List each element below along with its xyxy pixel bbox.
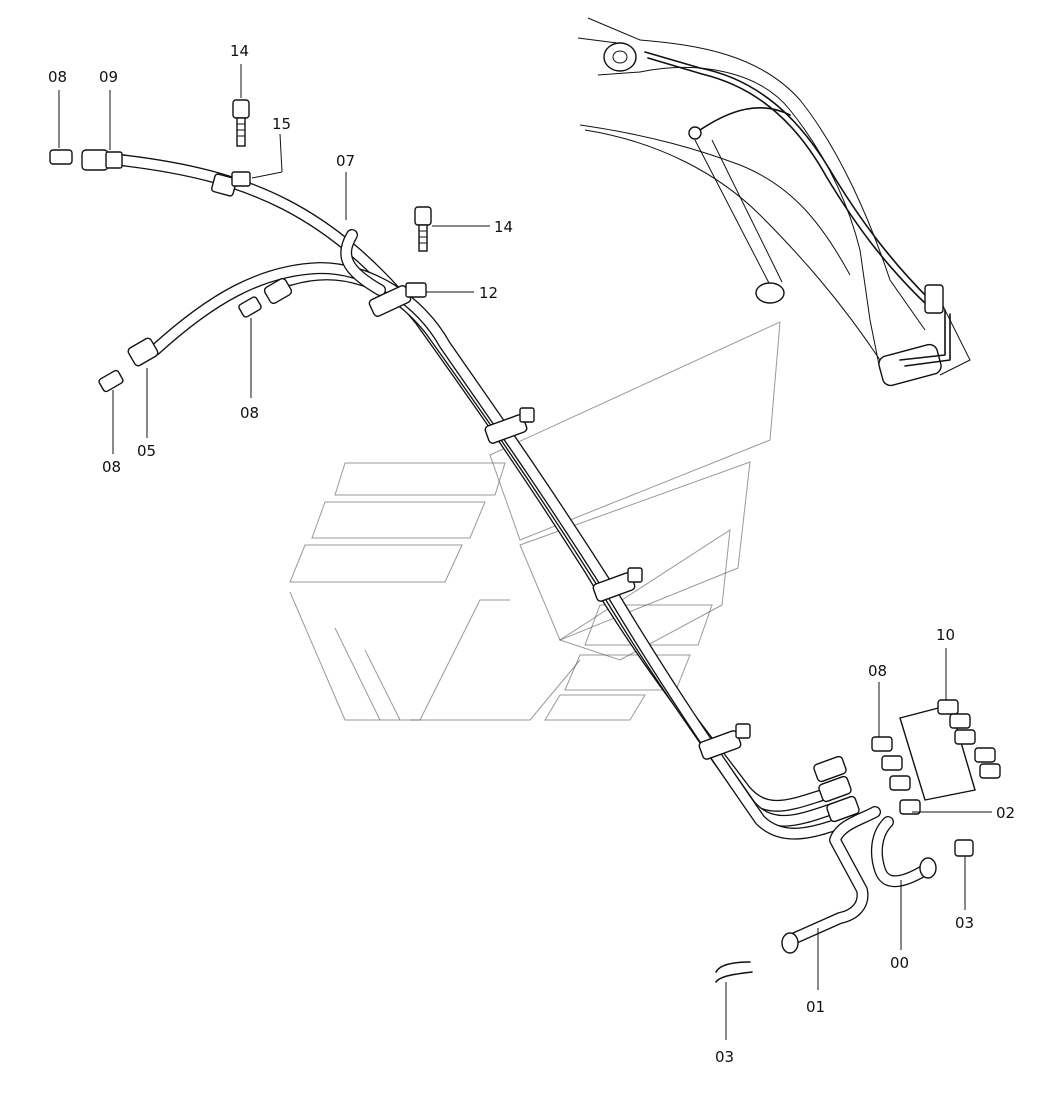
callout-label: 08 [102,458,121,476]
callout-label: 14 [494,218,513,236]
callout-label: 08 [868,662,887,680]
left-fittings [49,149,293,393]
callout-label: 07 [336,152,355,170]
callout-label: 05 [137,442,156,460]
callout-label: 08 [240,404,259,422]
callout-label: 10 [936,626,955,644]
hose-bundle [114,154,856,840]
boom-arm-outline [577,17,971,387]
leader-lines [58,64,992,1040]
callout-label: 00 [890,954,909,972]
callout-label: 09 [99,68,118,86]
callout-label: 02 [996,804,1015,822]
bent-tubes [715,806,974,983]
callout-label: 15 [272,115,291,133]
watermark-logo [289,321,781,721]
right-fittings [813,699,1001,823]
clamps [211,171,751,760]
callout-label: 03 [955,914,974,932]
callout-label: 08 [48,68,67,86]
bolts [232,99,432,252]
callout-labels: 08 09 14 15 07 14 12 08 05 08 10 08 02 0… [48,42,1015,1066]
callout-label: 12 [479,284,498,302]
callout-label: 01 [806,998,825,1016]
callout-label: 03 [715,1048,734,1066]
callout-label: 14 [230,42,249,60]
